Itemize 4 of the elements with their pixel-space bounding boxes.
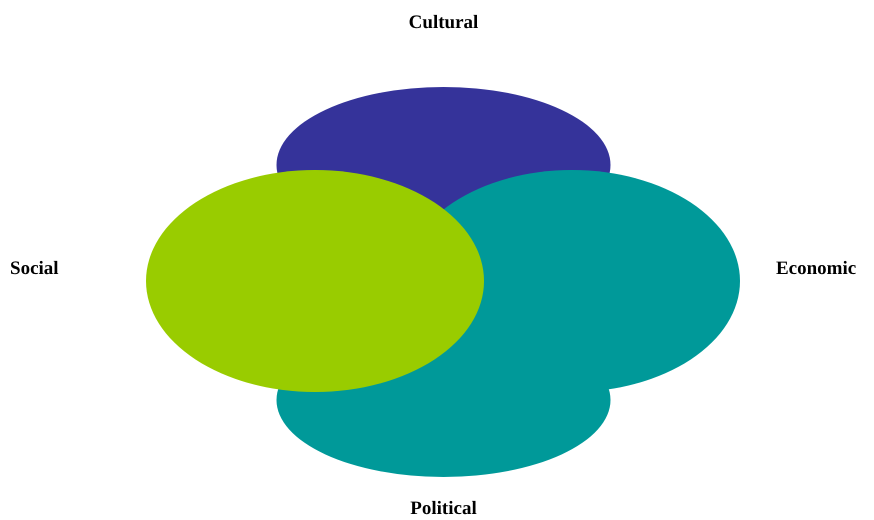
venn-label: Social	[10, 258, 59, 280]
venn-label: Political	[410, 498, 477, 520]
venn-label: Cultural	[408, 12, 478, 34]
venn-label: Economic	[776, 258, 856, 280]
